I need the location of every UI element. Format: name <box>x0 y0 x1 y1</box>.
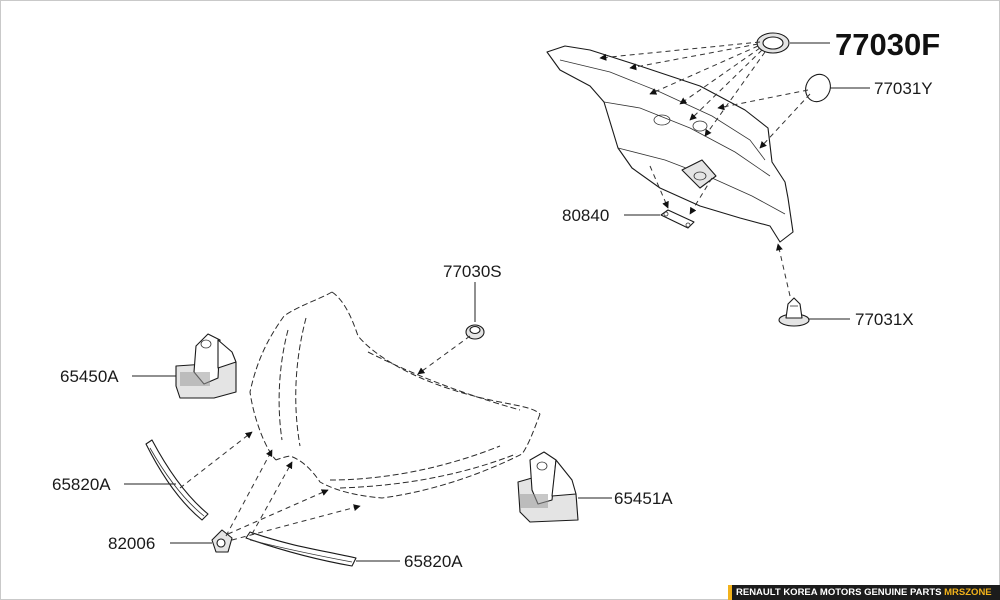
label-65820A-bottom: 65820A <box>404 552 463 571</box>
seal-strip-65820A-bottom-icon[interactable] <box>245 531 357 567</box>
watermark-footer: RENAULT KOREA MOTORS GENUINE PARTS MRSZO… <box>728 585 1000 600</box>
seal-strip-65820A-left-icon[interactable] <box>145 439 209 521</box>
bracket-65451A-icon[interactable] <box>517 451 579 523</box>
label-77030F: 77030F <box>835 27 940 62</box>
fastener-82006-icon[interactable] <box>211 529 233 553</box>
bracket-80840-icon[interactable] <box>660 209 695 229</box>
label-82006: 82006 <box>108 534 155 553</box>
leader-arrows-insulator <box>599 41 811 297</box>
footer-brand: MRSZONE <box>944 587 992 598</box>
label-77031X: 77031X <box>855 310 914 329</box>
label-65451A: 65451A <box>614 489 673 508</box>
label-65450A: 65450A <box>60 367 119 386</box>
bracket-65450A-icon[interactable] <box>175 333 237 399</box>
footer-text: RENAULT KOREA MOTORS GENUINE PARTS <box>736 587 942 598</box>
leader-arrows-hood <box>179 335 471 541</box>
bumper-77030S-icon[interactable] <box>465 324 485 340</box>
footer-accent-bar <box>728 585 732 600</box>
label-77031Y: 77031Y <box>874 79 933 98</box>
plug-77031Y-icon[interactable] <box>801 70 835 106</box>
clip-77031X-icon[interactable] <box>778 297 810 327</box>
label-80840: 80840 <box>562 206 609 225</box>
hood-panel-outline <box>249 291 541 499</box>
clip-77030F-icon[interactable] <box>756 32 790 54</box>
label-77030S: 77030S <box>443 262 502 281</box>
label-65820A-left: 65820A <box>52 475 111 494</box>
